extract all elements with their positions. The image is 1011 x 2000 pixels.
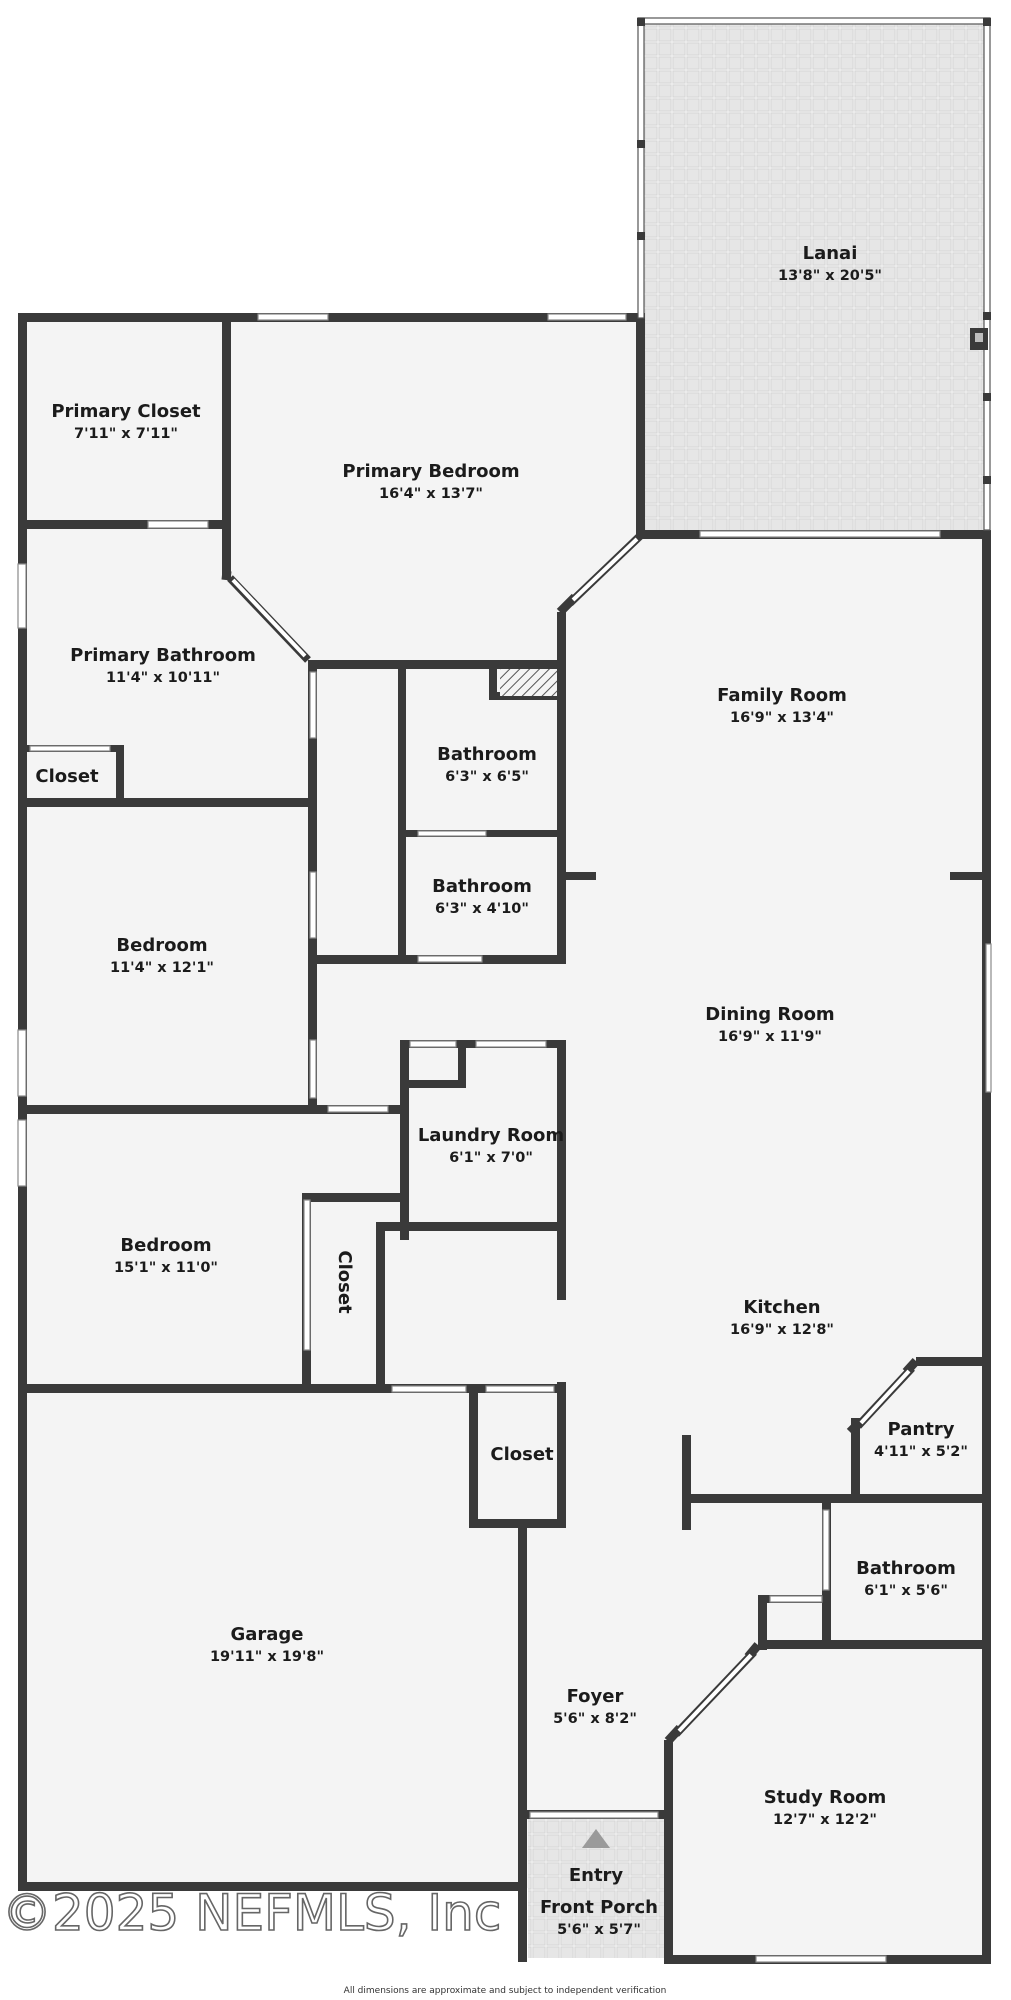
watermark: ©2025 NEFMLS, Inc xyxy=(2,1884,501,1942)
closet-2-name: Closet xyxy=(334,1250,355,1314)
bathroom-3-name: Bathroom xyxy=(856,1558,956,1579)
walls xyxy=(18,313,991,1964)
bedroom-1-name: Bedroom xyxy=(116,935,207,956)
primary-closet-dim: 7'11" x 7'11" xyxy=(74,426,178,442)
bathroom-2-name: Bathroom xyxy=(432,876,532,897)
bedroom-2-name: Bedroom xyxy=(120,1235,211,1256)
bathroom-1-name: Bathroom xyxy=(437,744,537,765)
foyer-name: Foyer xyxy=(567,1686,624,1707)
primary-bedroom-dim: 16'4" x 13'7" xyxy=(379,486,483,502)
bathroom-1-dim: 6'3" x 6'5" xyxy=(445,769,529,785)
disclaimer: All dimensions are approximate and subje… xyxy=(344,1986,667,1996)
kitchen-dim: 16'9" x 12'8" xyxy=(730,1322,834,1338)
interior-floor xyxy=(22,318,986,1958)
bathroom-3-dim: 6'1" x 5'6" xyxy=(864,1583,948,1599)
front-porch-name: Front Porch xyxy=(540,1897,658,1918)
lanai-frame xyxy=(637,17,991,531)
study-room-name: Study Room xyxy=(764,1787,887,1808)
bedroom-2-dim: 15'1" x 11'0" xyxy=(114,1260,218,1276)
pantry-dim: 4'11" x 5'2" xyxy=(874,1444,968,1460)
hatched-chase xyxy=(500,669,557,696)
dining-room-dim: 16'9" x 11'9" xyxy=(718,1029,822,1045)
primary-closet-name: Primary Closet xyxy=(51,401,201,422)
family-room-dim: 16'9" x 13'4" xyxy=(730,710,834,726)
lanai-name: Lanai xyxy=(803,243,858,264)
front-porch-dim: 5'6" x 5'7" xyxy=(557,1922,641,1938)
kitchen-name: Kitchen xyxy=(743,1297,820,1318)
pantry-name: Pantry xyxy=(888,1419,955,1440)
room-labels: Lanai 13'8" x 20'5" Primary Closet 7'11"… xyxy=(35,243,968,1938)
dining-room-name: Dining Room xyxy=(705,1004,834,1025)
closet-1-name: Closet xyxy=(35,766,99,787)
study-room-dim: 12'7" x 12'2" xyxy=(773,1812,877,1828)
primary-bathroom-dim: 11'4" x 10'11" xyxy=(106,670,220,686)
foyer-dim: 5'6" x 8'2" xyxy=(553,1711,637,1727)
entry-arrow-icon xyxy=(582,1829,610,1848)
lanai-dim: 13'8" x 20'5" xyxy=(778,268,882,284)
garage-name: Garage xyxy=(230,1624,303,1645)
garage-dim: 19'11" x 19'8" xyxy=(210,1649,324,1665)
floor-fills xyxy=(22,22,987,1958)
laundry-room-name: Laundry Room xyxy=(418,1125,564,1146)
lanai-floor xyxy=(642,22,987,534)
family-room-name: Family Room xyxy=(717,685,847,706)
closet-3-name: Closet xyxy=(490,1444,554,1465)
laundry-room-dim: 6'1" x 7'0" xyxy=(449,1150,533,1166)
primary-bedroom-name: Primary Bedroom xyxy=(342,461,519,482)
entry-name: Entry xyxy=(569,1865,624,1886)
bathroom-2-dim: 6'3" x 4'10" xyxy=(435,901,529,917)
windows xyxy=(17,313,992,1963)
bedroom-1-dim: 11'4" x 12'1" xyxy=(110,960,214,976)
diagonal-openings xyxy=(227,533,915,1737)
primary-bathroom-name: Primary Bathroom xyxy=(70,645,256,666)
